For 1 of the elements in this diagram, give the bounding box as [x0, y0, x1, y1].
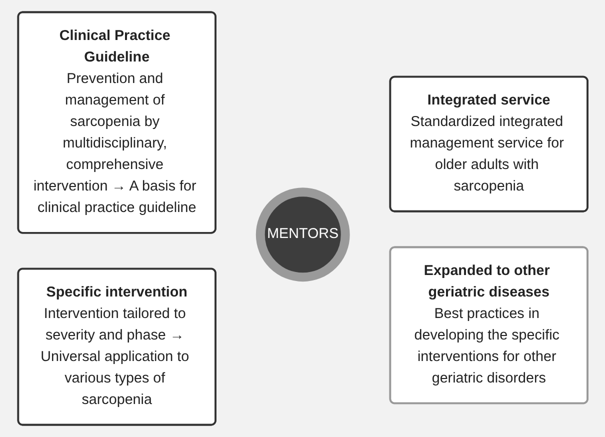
node-circle: MENTORS	[256, 188, 350, 282]
